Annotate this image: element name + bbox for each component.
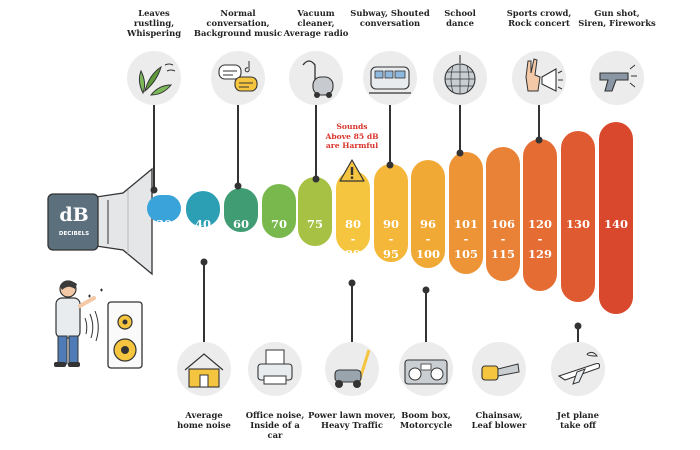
connector-dot [312, 175, 320, 183]
example-icon-circle [127, 51, 181, 105]
connector-line [538, 105, 540, 140]
example-icon-circle [363, 51, 417, 105]
subway-train-icon [369, 66, 411, 94]
connector-line [153, 105, 155, 190]
speech-bubbles-icon [218, 61, 258, 92]
decibel-value: 96 - 100 [415, 217, 440, 261]
decibel-value: 70 [270, 217, 287, 231]
decibel-bar: 130 [561, 131, 595, 302]
decibel-bar: 40 [186, 191, 220, 231]
example-icon-circle [399, 342, 453, 396]
decibel-value: 90 - 95 [382, 217, 399, 261]
example-icon-circle [248, 342, 302, 396]
house-icon [184, 353, 224, 388]
lawn-mower-icon [334, 349, 371, 388]
decibel-bar: 90 - 95 [374, 164, 408, 262]
decibel-bar: 140 [599, 122, 633, 314]
bottom-example-label: Power lawn mover, Heavy Traffic [308, 410, 396, 430]
boom-box-icon [404, 359, 448, 385]
top-example-label: Leaves rustling, Whispering [126, 8, 182, 38]
bottom-example-label: Office noise, Inside of a car [245, 410, 305, 440]
decibel-bar: 60 [224, 188, 258, 232]
decibel-bar: 101 - 105 [449, 152, 483, 274]
chainsaw-icon [481, 363, 520, 381]
decibel-value: 120 - 129 [527, 217, 552, 261]
top-example-label: Gun shot, Siren, Fireworks [578, 8, 656, 28]
decibel-bar: 120 - 129 [523, 139, 557, 291]
decibel-value: 60 [232, 217, 249, 231]
connector-dot [422, 286, 430, 294]
connector-line [425, 290, 427, 342]
disco-ball-icon [444, 55, 476, 95]
airplane-icon [557, 351, 601, 385]
connector-line [203, 262, 205, 342]
decibel-bar: 30 [147, 195, 181, 231]
decibel-value: 40 [194, 217, 211, 231]
connector-line [459, 105, 461, 153]
decibel-value: 106 - 115 [490, 217, 515, 261]
connector-line [315, 105, 317, 179]
decibel-value: 101 - 105 [453, 217, 478, 261]
decibel-value: 80 - 89 [344, 217, 361, 261]
decibel-value: 30 [155, 217, 172, 231]
db-subtitle: DECIBELS [58, 231, 90, 237]
example-icon-circle [551, 342, 605, 396]
connector-line [237, 105, 239, 186]
connector-line [389, 105, 391, 165]
example-icon-circle [325, 342, 379, 396]
bottom-example-label: Chainsaw, Leaf blower [471, 410, 527, 430]
decibel-bar: 75 [298, 177, 332, 246]
pistol-icon [599, 64, 637, 92]
top-example-label: School dance [444, 8, 476, 28]
example-icon-circle [590, 51, 644, 105]
decibel-value: 140 [603, 217, 628, 231]
connector-dot [150, 186, 158, 194]
printer-icon [257, 349, 293, 385]
warning-triangle-icon [339, 159, 365, 182]
example-icon-circle [177, 342, 231, 396]
example-icon-circle [472, 342, 526, 396]
connector-dot [574, 322, 582, 330]
example-icon-circle [211, 51, 265, 105]
top-example-label: Subway, Shouted conversation [350, 8, 430, 28]
decibel-bar: 80 - 89 [336, 171, 370, 261]
connector-dot [234, 182, 242, 190]
harmful-warning-text: Sounds Above 85 dB are Harmful [325, 122, 379, 150]
hand-megaphone-icon [525, 58, 563, 92]
vacuum-cleaner-icon [302, 60, 334, 98]
decibel-value: 75 [306, 217, 323, 231]
connector-dot [456, 149, 464, 157]
top-example-label: Sports crowd, Rock concert [506, 8, 572, 28]
connector-dot [386, 161, 394, 169]
connector-dot [348, 279, 356, 287]
leaves-icon [138, 63, 176, 96]
example-icon-circle [289, 51, 343, 105]
db-title: dB [59, 204, 89, 226]
top-example-label: Vacuum cleaner, Average radio [283, 8, 349, 38]
connector-line [351, 283, 353, 342]
connector-line [577, 326, 579, 342]
example-icon-circle [512, 51, 566, 105]
connector-dot [535, 136, 543, 144]
decibel-value: 130 [565, 217, 590, 231]
bottom-example-label: Jet plane take off [557, 410, 599, 430]
decibel-bar: 96 - 100 [411, 160, 445, 268]
bottom-example-label: Average home noise [177, 410, 231, 430]
bottom-example-label: Boom box, Motorcycle [399, 410, 453, 430]
decibel-bar: 106 - 115 [486, 147, 520, 281]
example-icon-circle [433, 51, 487, 105]
top-example-label: Normal conversation, Background music [193, 8, 283, 38]
connector-dot [200, 258, 208, 266]
decibel-bar: 70 [262, 184, 296, 238]
